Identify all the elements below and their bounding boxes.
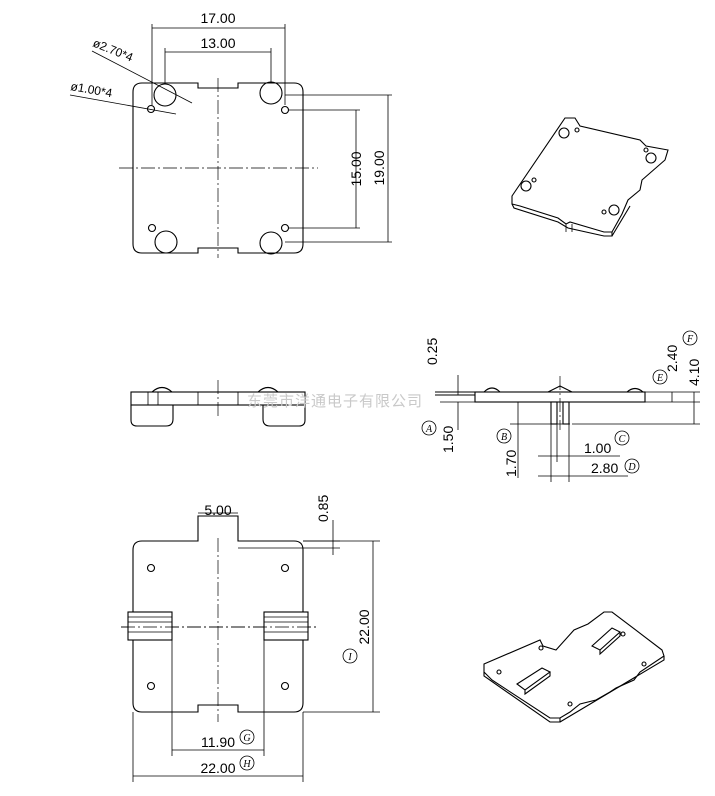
dim-15: 15.00 bbox=[348, 151, 364, 186]
dim-150: 1.50 bbox=[440, 426, 456, 453]
dim-085: 0.85 bbox=[315, 495, 331, 522]
svg-text:B: B bbox=[501, 432, 507, 443]
small-hole bbox=[280, 223, 290, 233]
isometric-view-top bbox=[511, 117, 669, 237]
large-hole bbox=[259, 231, 283, 255]
side-view-left bbox=[130, 380, 306, 427]
dim-025: 0.25 bbox=[424, 338, 440, 365]
dim-2200-v: 22.00 bbox=[356, 609, 372, 644]
leader-line bbox=[91, 50, 193, 104]
dim-100: 1.00 bbox=[584, 440, 611, 456]
large-hole bbox=[153, 83, 177, 107]
small-hole bbox=[147, 223, 157, 233]
marker-g bbox=[239, 729, 255, 745]
marker-d bbox=[624, 458, 640, 474]
watermark: 东莞市洋通电子有限公司 bbox=[247, 392, 423, 410]
dim-1190: 11.90 bbox=[201, 734, 235, 750]
dim-13: 13.00 bbox=[200, 35, 235, 51]
small-hole bbox=[146, 563, 156, 573]
svg-text:A: A bbox=[425, 424, 433, 435]
dim-280: 2.80 bbox=[591, 460, 618, 476]
side-view-detail: 0.25 1.50 A 1.70 B 1.00 C 2.80 D 2.40 E … bbox=[421, 330, 702, 482]
svg-text:I: I bbox=[347, 652, 352, 663]
svg-text:C: C bbox=[619, 434, 626, 445]
svg-text:G: G bbox=[243, 733, 250, 744]
dim-17: 17.00 bbox=[200, 10, 235, 26]
marker-f bbox=[682, 330, 698, 346]
dim-2200-h: 22.00 bbox=[200, 760, 235, 776]
small-hole bbox=[280, 563, 290, 573]
dim-19: 19.00 bbox=[371, 150, 387, 185]
svg-text:D: D bbox=[627, 462, 636, 473]
dim-500: 5.00 bbox=[204, 502, 231, 518]
marker-h bbox=[239, 755, 255, 771]
solder-tab bbox=[127, 611, 173, 641]
small-hole bbox=[280, 681, 290, 691]
top-view-outline bbox=[132, 82, 304, 254]
large-hole bbox=[259, 81, 283, 105]
bottom-view: 5.00 0.85 22.00 I 11.90 G 22.00 H bbox=[121, 495, 380, 782]
bottom-view-outline bbox=[132, 515, 304, 713]
large-hole bbox=[154, 230, 178, 254]
marker-e bbox=[652, 369, 668, 385]
dim-170: 1.70 bbox=[503, 450, 519, 477]
dim-240: 2.40 bbox=[664, 345, 680, 372]
solder-tab bbox=[263, 611, 309, 641]
marker-b bbox=[496, 428, 512, 444]
svg-text:E: E bbox=[656, 373, 663, 384]
dim-hole-small: ø1.00*4 bbox=[69, 79, 113, 100]
small-hole bbox=[146, 681, 156, 691]
dim-hole-large: ø2.70*4 bbox=[91, 36, 136, 65]
small-hole bbox=[280, 105, 290, 115]
top-view: 17.00 13.00 ø2.70*4 ø1.00*4 15.00 19.00 bbox=[69, 10, 392, 258]
marker-a bbox=[421, 420, 437, 436]
svg-text:F: F bbox=[686, 334, 694, 345]
leader-line bbox=[69, 94, 177, 115]
marker-i bbox=[342, 648, 358, 664]
marker-c bbox=[614, 430, 630, 446]
isometric-view-bottom bbox=[483, 611, 665, 723]
dim-410: 4.10 bbox=[686, 359, 702, 386]
svg-text:H: H bbox=[242, 759, 251, 770]
